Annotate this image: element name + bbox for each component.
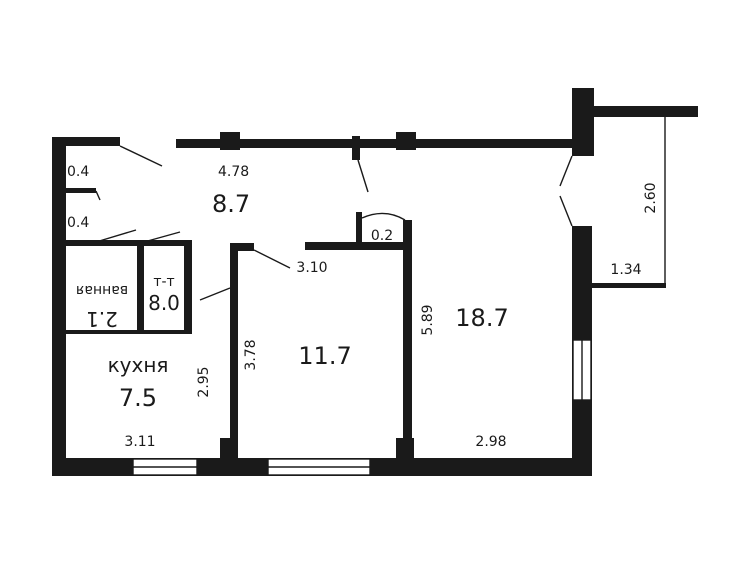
wall-right-upper: [572, 88, 594, 156]
balcony-length-label: 2.60: [643, 182, 659, 213]
door-bedroom: [253, 249, 291, 269]
bathroom-area-label: 2.1: [86, 307, 118, 331]
hall-area-label: 8.7: [212, 190, 250, 218]
wall-bedroom-living-post: [396, 438, 414, 458]
door-living-2: [361, 212, 406, 221]
kitchen-name-label: кухня: [108, 353, 169, 377]
door-balcony-1: [559, 155, 573, 187]
bedroom-area-label: 11.7: [298, 342, 351, 370]
door-balcony-2: [559, 195, 573, 227]
closet-top-label: 0.4: [67, 164, 89, 180]
balcony-width-label: 1.34: [610, 262, 641, 278]
bathroom-name-label: ванная: [76, 282, 128, 298]
wall-left: [52, 137, 66, 475]
kitchen-width-label: 3.11: [124, 434, 155, 450]
toilet-area-label: 8.0: [148, 291, 180, 315]
kitchen-area-label: 7.5: [119, 384, 157, 412]
living-area-label: 18.7: [455, 304, 508, 332]
wall-bedroom-post: [220, 438, 238, 458]
wall-bedroom-top-left: [230, 243, 254, 251]
wall-bath-top: [66, 240, 192, 246]
window-kitchen: [132, 458, 198, 476]
niche-wall: [356, 212, 362, 248]
wall-top: [176, 139, 576, 148]
wall-bedroom-left: [230, 243, 238, 475]
bedroom-height-label: 3.78: [243, 339, 259, 370]
niche-top-wall: [352, 136, 360, 160]
wall-bath-bottom: [66, 330, 192, 334]
wall-bedroom-living: [403, 220, 412, 475]
living-width-label: 2.98: [475, 434, 506, 450]
wall-top-post-1: [220, 132, 240, 150]
balcony-wall-bottom: [590, 283, 666, 288]
niche-label: 0.2: [371, 228, 393, 244]
door-entry: [119, 145, 163, 167]
window-living: [572, 339, 592, 401]
bedroom-top-label: 3.10: [296, 260, 327, 276]
door-closet-2: [95, 229, 137, 243]
closet-bottom-label: 0.4: [67, 215, 89, 231]
door-kitchen: [199, 287, 231, 301]
hall-width-label: 4.78: [218, 164, 249, 180]
wall-toilet-right: [184, 240, 192, 332]
door-living-1: [357, 159, 369, 193]
window-bedroom: [267, 458, 371, 476]
balcony-wall-top: [572, 106, 698, 117]
wall-top-post-2: [396, 132, 416, 150]
door-closet-1: [95, 190, 101, 201]
wall-top-left: [52, 137, 120, 146]
living-height-label: 5.89: [420, 304, 436, 335]
kitchen-height-label: 2.95: [196, 366, 212, 397]
toilet-name-label: т-т: [153, 274, 174, 290]
wall-bath-toilet: [137, 240, 144, 332]
closet-shelf-1: [66, 188, 96, 193]
door-toilet: [143, 231, 181, 243]
